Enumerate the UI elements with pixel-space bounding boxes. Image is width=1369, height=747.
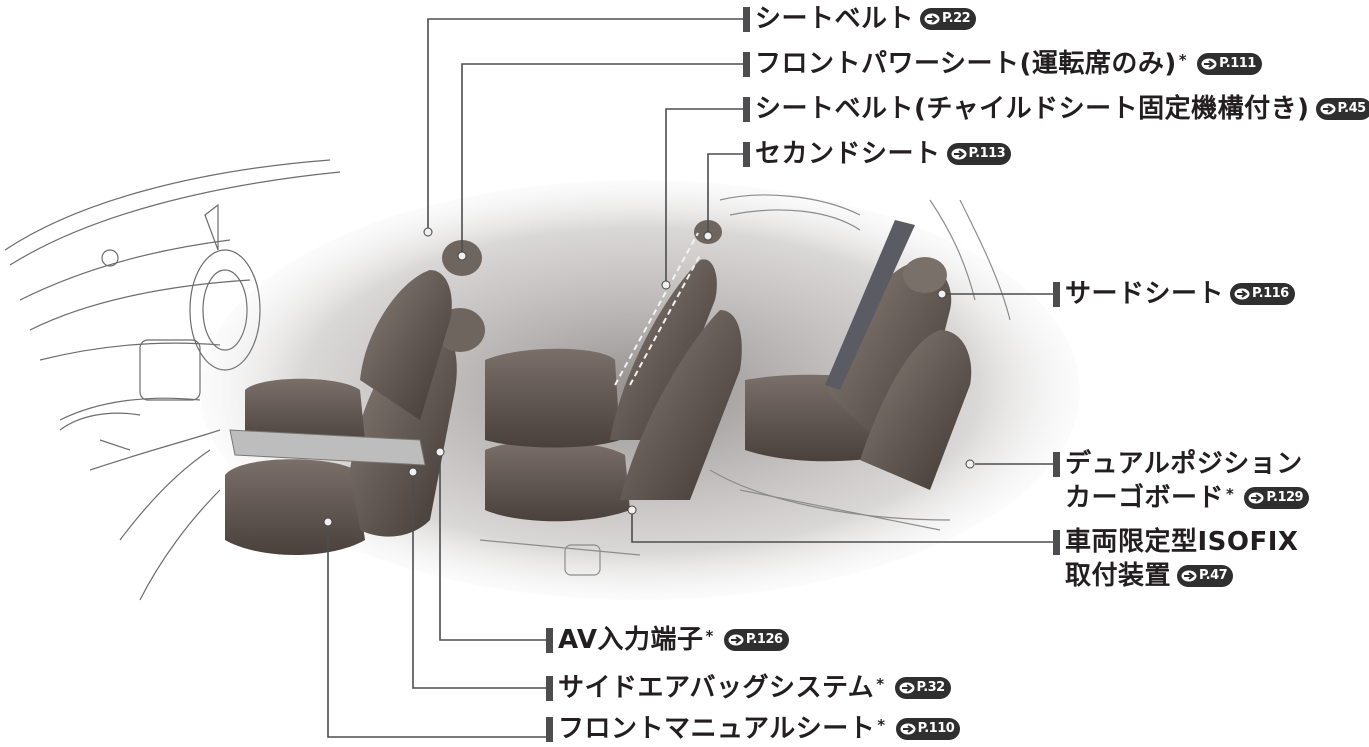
label-text: シートベルト(チャイルドシート固定機構付き) (755, 94, 1310, 124)
arrow-right-icon (1248, 492, 1264, 504)
label-isofix-anchor: 車両限定型ISOFIX 取付装置 P.47 (1053, 525, 1298, 593)
driver-seat (245, 240, 482, 447)
arrow-right-icon (899, 682, 915, 694)
label-side-airbag-system: サイドエアバッグシステム * P.32 (546, 671, 951, 705)
label-bar (1053, 529, 1060, 555)
arrow-right-icon (728, 634, 744, 646)
option-star: * (877, 716, 886, 734)
option-star: * (876, 675, 885, 693)
label-text: デュアルポジション (1065, 449, 1303, 479)
leader-lines (327, 18, 1055, 738)
label-text: セカンドシート (755, 139, 941, 169)
arrow-right-icon (951, 148, 967, 160)
arrow-right-icon (924, 13, 940, 25)
page-reference-badge[interactable]: P.22 (920, 8, 977, 30)
arrow-right-icon (1201, 58, 1217, 70)
second-row-seat (485, 220, 742, 522)
page-reference-badge[interactable]: P.45 (1315, 98, 1369, 120)
label-front-power-seat: フロントパワーシート(運転席のみ) * P.111 (743, 47, 1262, 81)
label-text-line2: カーゴボード (1065, 483, 1225, 513)
arrow-right-icon (900, 723, 916, 735)
label-seatbelt-child-seat: シートベルト(チャイルドシート固定機構付き) P.45 (743, 92, 1369, 126)
arrow-right-icon (1234, 288, 1250, 300)
label-third-seat: サードシート P.116 (1053, 277, 1295, 311)
page-reference-badge[interactable]: P.32 (894, 677, 951, 699)
cargo-outline (479, 194, 1011, 576)
label-bar (743, 6, 750, 32)
label-seatbelt-front: シートベルト P.22 (743, 2, 977, 36)
label-text: フロントマニュアルシート (558, 714, 876, 744)
option-star: * (1226, 485, 1235, 503)
page-reference-badge[interactable]: P.110 (895, 718, 961, 740)
label-text: フロントパワーシート(運転席のみ) (755, 49, 1177, 79)
dashboard-outline (4, 159, 341, 601)
label-bar (546, 675, 553, 701)
center-console (229, 429, 426, 466)
leader-dots (323, 227, 975, 527)
page-reference-badge[interactable]: P.47 (1177, 565, 1234, 587)
label-text: シートベルト (755, 4, 915, 34)
label-text: サイドエアバッグシステム (558, 673, 875, 703)
label-front-manual-seat: フロントマニュアルシート * P.110 (546, 712, 961, 746)
page-reference-badge[interactable]: P.113 (946, 143, 1012, 165)
label-text: 車両限定型ISOFIX (1065, 527, 1299, 557)
page-reference-badge[interactable]: P.129 (1244, 487, 1310, 509)
label-second-seat: セカンドシート P.113 (743, 137, 1012, 171)
label-bar (743, 96, 750, 122)
page-reference-badge[interactable]: P.116 (1230, 283, 1295, 305)
label-bar (743, 51, 750, 77)
label-bar (546, 716, 553, 742)
page-reference-badge[interactable]: P.111 (1197, 53, 1262, 75)
third-row-seat (745, 220, 972, 490)
option-star: * (1178, 51, 1188, 69)
arrow-right-icon (1181, 570, 1197, 582)
label-av-input-terminal: AV入力端子 * P.126 (546, 623, 789, 657)
label-bar (743, 141, 750, 167)
label-text: AV入力端子 (558, 625, 704, 655)
label-bar (1053, 281, 1060, 307)
page-reference-badge[interactable]: P.126 (723, 629, 789, 651)
label-dual-position-cargo-board: デュアルポジション カーゴボード * P.129 (1053, 447, 1310, 515)
label-bar (546, 627, 553, 653)
label-text: サードシート (1065, 279, 1225, 309)
label-text-line2: 取付装置 (1065, 561, 1172, 591)
label-bar (1053, 451, 1060, 477)
option-star: * (705, 627, 714, 645)
arrow-right-icon (1320, 103, 1336, 115)
